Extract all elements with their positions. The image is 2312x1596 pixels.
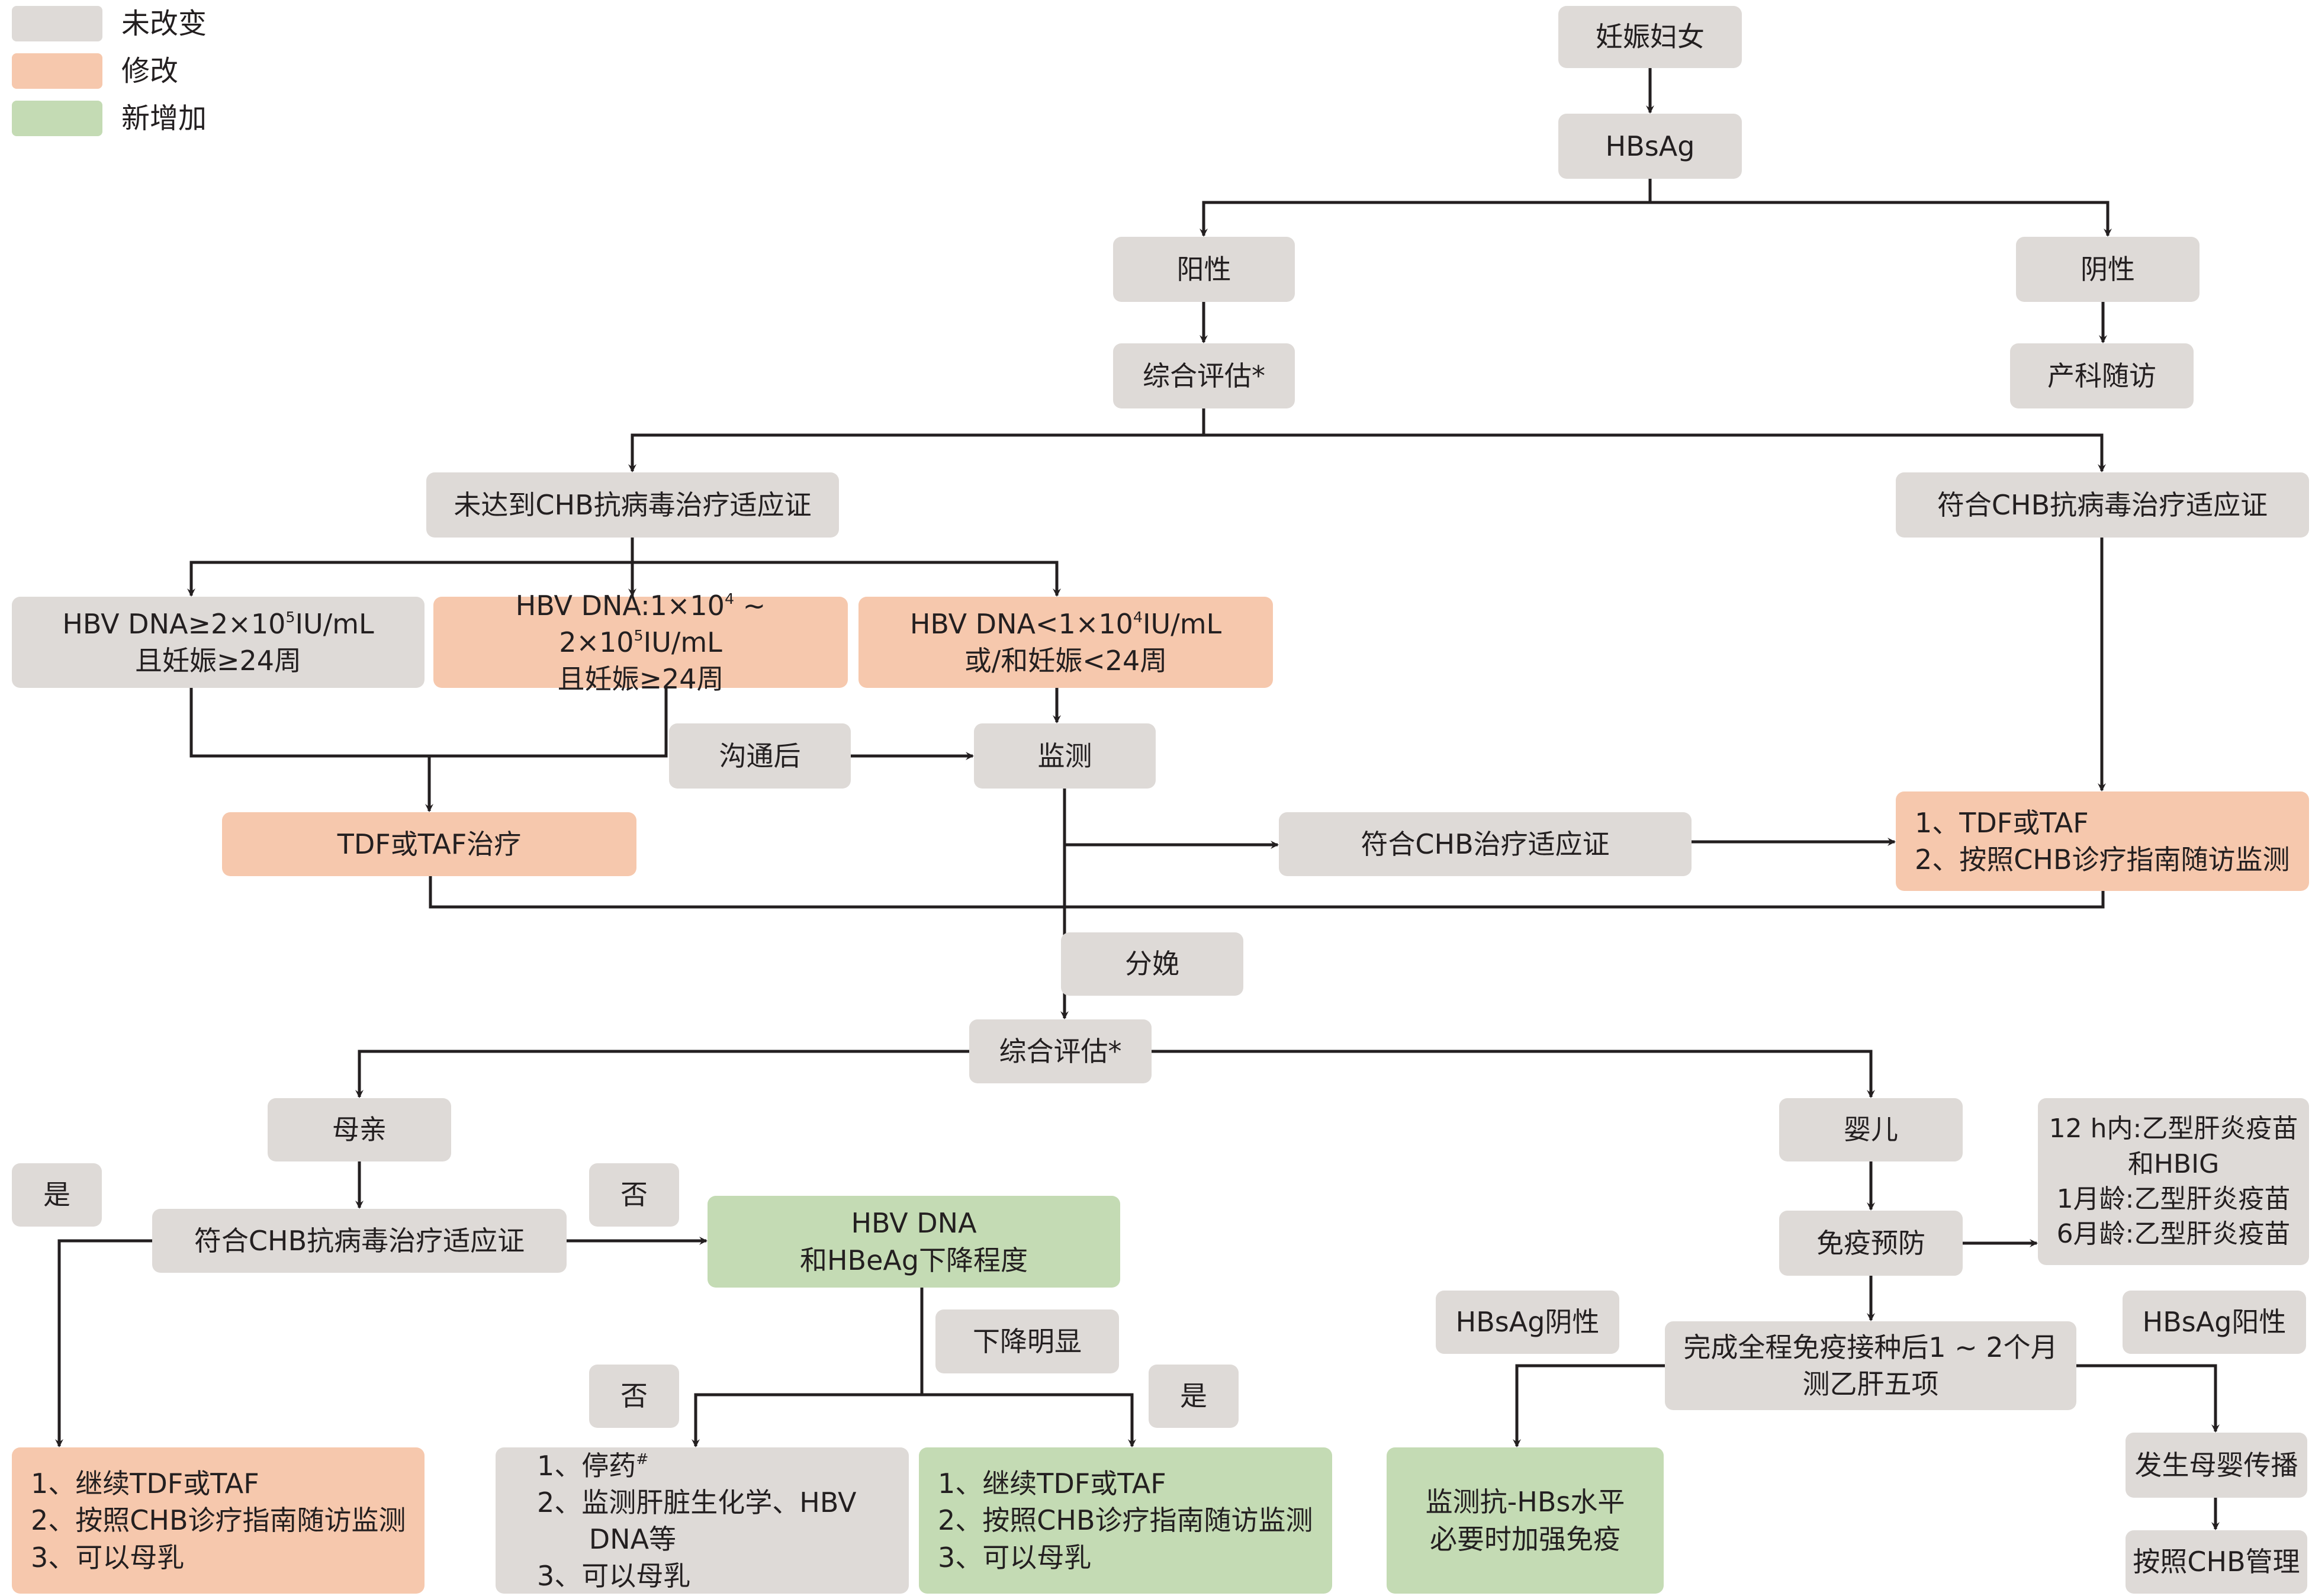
label-hbsag-negative: HBsAg阴性 — [1436, 1291, 1619, 1354]
edge-complete-pos — [2076, 1364, 2220, 1433]
node-manage-as-chb: 按照CHB管理 — [2126, 1530, 2307, 1594]
node-stop-plan: 1、停药# 2、监测肝脏生化学、HBV DNA等 3、可以母乳 — [496, 1447, 909, 1594]
node-pregnant-women: 妊娠妇女 — [1558, 6, 1742, 68]
legend-label-new: 新增加 — [121, 102, 207, 135]
edge-high-mid-merge — [189, 688, 668, 758]
node-immunoprophylaxis: 免疫预防 — [1779, 1211, 1963, 1276]
label-yes-left: 是 — [12, 1163, 102, 1227]
node-not-meet-indication: 未达到CHB抗病毒治疗适应证 — [426, 472, 839, 538]
node-hbv-high-line1: HBV DNA≥2×105IU/mL — [62, 607, 374, 640]
node-assessment-2: 综合评估* — [969, 1019, 1152, 1083]
edge-complete-neg — [1513, 1364, 1665, 1447]
legend-swatch-new — [12, 101, 102, 136]
edge-hbsag-split — [1200, 179, 1652, 237]
node-vaccine-schedule: 12 h内:乙型肝炎疫苗 和HBIG 1月龄:乙型肝炎疫苗 6月龄:乙型肝炎疫苗 — [2038, 1098, 2309, 1265]
legend-swatch-unchanged — [12, 6, 102, 41]
node-hbv-low-line2: 或/和妊娠<24周 — [964, 645, 1168, 677]
node-mother-meet-indication: 符合CHB抗病毒治疗适应证 — [152, 1209, 567, 1273]
edge-decline-split — [692, 1288, 924, 1447]
label-hbsag-positive: HBsAg阳性 — [2123, 1291, 2306, 1354]
node-stop-plan-item1: 1、停药# — [537, 1450, 649, 1482]
node-after-communication: 沟通后 — [669, 723, 851, 789]
node-assessment-1: 综合评估* — [1113, 343, 1295, 408]
edge-meet-yes — [55, 1239, 152, 1447]
label-no-bottom: 否 — [589, 1365, 679, 1428]
node-mtct-occurs: 发生母婴传播 — [2126, 1433, 2307, 1498]
node-hbv-low-line1: HBV DNA<1×104IU/mL — [909, 607, 1222, 640]
node-right-plan: 1、TDF或TAF 2、按照CHB诊疗指南随访监测 — [1896, 791, 2309, 891]
label-significant-decline: 下降明显 — [935, 1309, 1119, 1373]
node-continue-plan-green: 1、继续TDF或TAF 2、按照CHB诊疗指南随访监测 3、可以母乳 — [919, 1447, 1332, 1594]
node-tdf-taf-treatment: TDF或TAF治疗 — [222, 812, 636, 876]
node-hbv-low: HBV DNA<1×104IU/mL 或/和妊娠<24周 — [858, 597, 1273, 688]
edge-notmeet-right — [632, 561, 1061, 597]
node-hbv-high-line2: 且妊娠≥24周 — [134, 645, 302, 677]
legend-swatch-modified — [12, 53, 102, 89]
node-hbv-high: HBV DNA≥2×105IU/mL 且妊娠≥24周 — [12, 597, 425, 688]
edge-decline-yes — [922, 1393, 1136, 1447]
edge-hbsag-negative — [1650, 201, 2112, 237]
node-obstetric-followup: 产科随访 — [2010, 343, 2194, 408]
node-hbsag: HBsAg — [1558, 114, 1742, 179]
node-infant: 婴儿 — [1779, 1098, 1963, 1161]
edge-assess2-infant — [1152, 1050, 1875, 1098]
node-hbv-mid-line1: HBV DNA:1×104 ~ 2×105IU/mL — [515, 589, 766, 658]
node-complete-vaccination: 完成全程免疫接种后1 ~ 2个月 测乙肝五项 — [1665, 1321, 2076, 1410]
node-hbv-decline: HBV DNA 和HBeAg下降程度 — [708, 1196, 1120, 1288]
edge-assess-meet — [1204, 433, 2106, 472]
node-hbv-mid-line2: 且妊娠≥24周 — [557, 663, 724, 696]
node-mother: 母亲 — [268, 1098, 451, 1161]
label-no-top: 否 — [589, 1163, 679, 1227]
node-meet-chb-treatment: 符合CHB治疗适应证 — [1279, 812, 1692, 876]
node-meet-indication: 符合CHB抗病毒治疗适应证 — [1896, 472, 2309, 538]
node-delivery: 分娩 — [1061, 932, 1243, 996]
legend-label-unchanged: 未改变 — [121, 7, 207, 40]
node-continue-plan: 1、继续TDF或TAF 2、按照CHB诊疗指南随访监测 3、可以母乳 — [12, 1447, 425, 1594]
edge-assess-not-meet — [628, 408, 1205, 472]
node-stop-plan-items: 2、监测肝脏生化学、HBV DNA等 3、可以母乳 — [537, 1486, 857, 1592]
node-negative: 阴性 — [2016, 237, 2200, 302]
node-positive: 阳性 — [1113, 237, 1295, 302]
edge-assess2-mother — [355, 1050, 969, 1098]
edge-tdf-plan-line — [429, 876, 2105, 909]
legend-label-modified: 修改 — [121, 54, 179, 88]
node-monitor-anti-hbs: 监测抗-HBs水平 必要时加强免疫 — [1387, 1447, 1664, 1594]
node-hbv-mid: HBV DNA:1×104 ~ 2×105IU/mL 且妊娠≥24周 — [433, 590, 848, 695]
node-monitor: 监测 — [974, 723, 1156, 789]
label-yes-bottom: 是 — [1149, 1365, 1239, 1428]
